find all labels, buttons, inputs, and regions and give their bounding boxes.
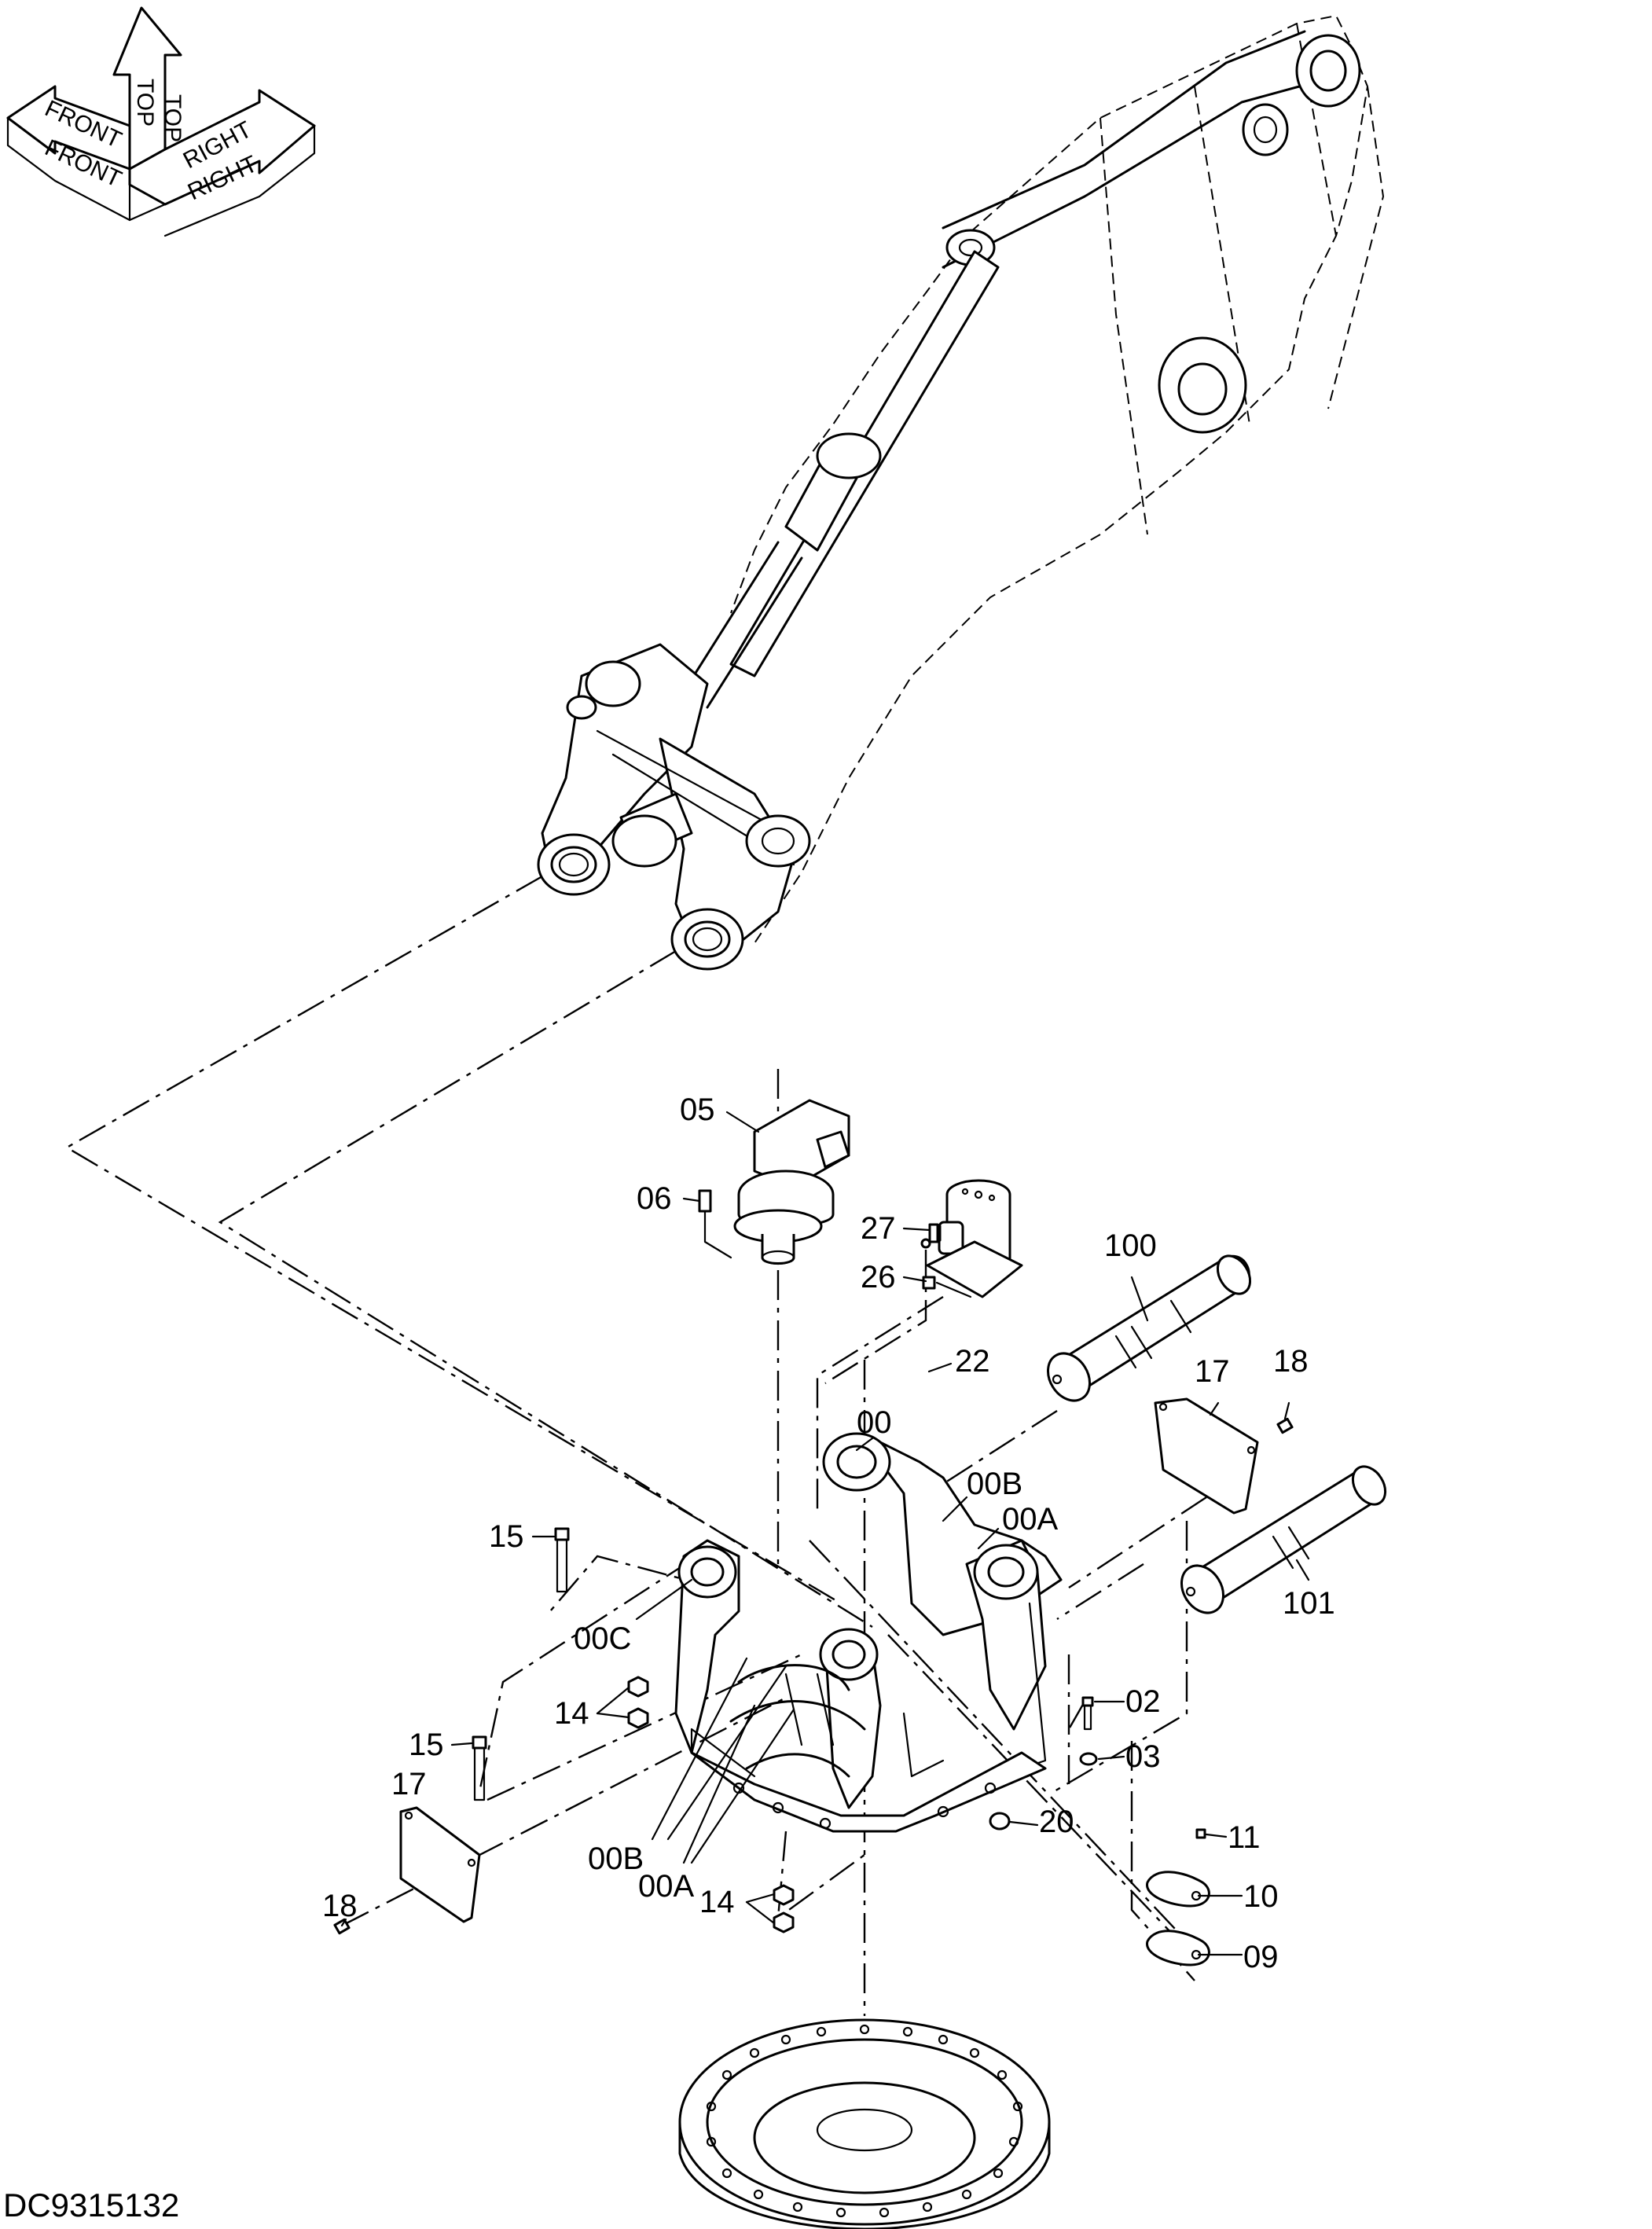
orientation-arrow-icon: FRONT FRONT TOP TOP RIGHT RIGHT bbox=[6, 6, 316, 237]
callout-15-lower: 15 bbox=[409, 1728, 444, 1762]
callout-00: 00 bbox=[857, 1405, 892, 1440]
part-11-bolt bbox=[1195, 1828, 1206, 1839]
part-26-swivel-joint bbox=[922, 1179, 1023, 1298]
callout-00A-upper: 00A bbox=[1002, 1502, 1059, 1537]
callout-10: 10 bbox=[1243, 1879, 1279, 1914]
callout-11: 11 bbox=[1228, 1820, 1261, 1855]
part-20-plug bbox=[989, 1812, 1011, 1831]
callout-00B-upper: 00B bbox=[967, 1467, 1023, 1501]
boom-assembly bbox=[537, 14, 1385, 971]
callout-14-upper: 14 bbox=[554, 1696, 589, 1731]
part-15-bolt-upper bbox=[554, 1527, 570, 1593]
part-18-bolt-right bbox=[1276, 1417, 1294, 1434]
part-101-pin bbox=[1180, 1465, 1387, 1614]
callout-14-lower: 14 bbox=[699, 1885, 735, 1919]
boom-mid-pin-boss bbox=[1158, 336, 1247, 434]
orientation-label: TOP bbox=[132, 79, 158, 127]
drawing-number: DC9315132 bbox=[3, 2187, 180, 2223]
part-09-shim bbox=[1146, 1930, 1210, 1966]
boom-foot-bore-right bbox=[670, 908, 744, 971]
callout-101: 101 bbox=[1283, 1586, 1335, 1621]
part-22-fitting bbox=[920, 1238, 931, 1249]
callout-18-left: 18 bbox=[322, 1889, 358, 1923]
callout-06: 06 bbox=[637, 1181, 672, 1216]
part-17-cover-plate-right bbox=[1154, 1397, 1259, 1515]
callout-27: 27 bbox=[861, 1211, 896, 1246]
callout-22: 22 bbox=[955, 1344, 990, 1379]
part-03-washer bbox=[1079, 1752, 1098, 1766]
callout-20: 20 bbox=[1039, 1805, 1074, 1839]
callout-17-left: 17 bbox=[391, 1767, 427, 1801]
part-14-nut-lower bbox=[773, 1884, 795, 1933]
callout-00C: 00C bbox=[574, 1621, 632, 1656]
part-00-swing-bracket bbox=[674, 1432, 1063, 1833]
swing-bearing-ring bbox=[678, 2018, 1051, 2229]
callout-05: 05 bbox=[680, 1092, 715, 1127]
part-06-bolt bbox=[698, 1189, 732, 1259]
callout-00A-lower: 00A bbox=[638, 1869, 695, 1904]
orientation-label: TOP bbox=[160, 94, 185, 142]
boom-foot-bore-left bbox=[537, 833, 611, 896]
part-05-swivel-valve bbox=[733, 1099, 850, 1265]
part-17-cover-plate-left bbox=[399, 1806, 481, 1923]
part-15-bolt-lower bbox=[472, 1735, 487, 1801]
callout-09: 09 bbox=[1243, 1940, 1279, 1974]
callout-15-upper: 15 bbox=[489, 1519, 524, 1554]
boom-top-pin-boss bbox=[1295, 34, 1361, 108]
callout-18-right: 18 bbox=[1273, 1344, 1309, 1379]
callout-02: 02 bbox=[1125, 1684, 1161, 1719]
part-100-pin bbox=[1047, 1254, 1252, 1402]
callout-26: 26 bbox=[861, 1260, 896, 1294]
callout-03: 03 bbox=[1125, 1739, 1161, 1774]
callout-100: 100 bbox=[1104, 1228, 1157, 1263]
part-10-shim bbox=[1146, 1871, 1210, 1908]
part-14-nut-upper bbox=[627, 1676, 649, 1729]
callout-00B-lower: 00B bbox=[588, 1842, 644, 1876]
part-02-bolt bbox=[1081, 1696, 1094, 1731]
leader-lines bbox=[340, 1111, 1310, 1956]
part-27-bolt bbox=[928, 1223, 939, 1243]
callout-17-right: 17 bbox=[1195, 1354, 1230, 1389]
